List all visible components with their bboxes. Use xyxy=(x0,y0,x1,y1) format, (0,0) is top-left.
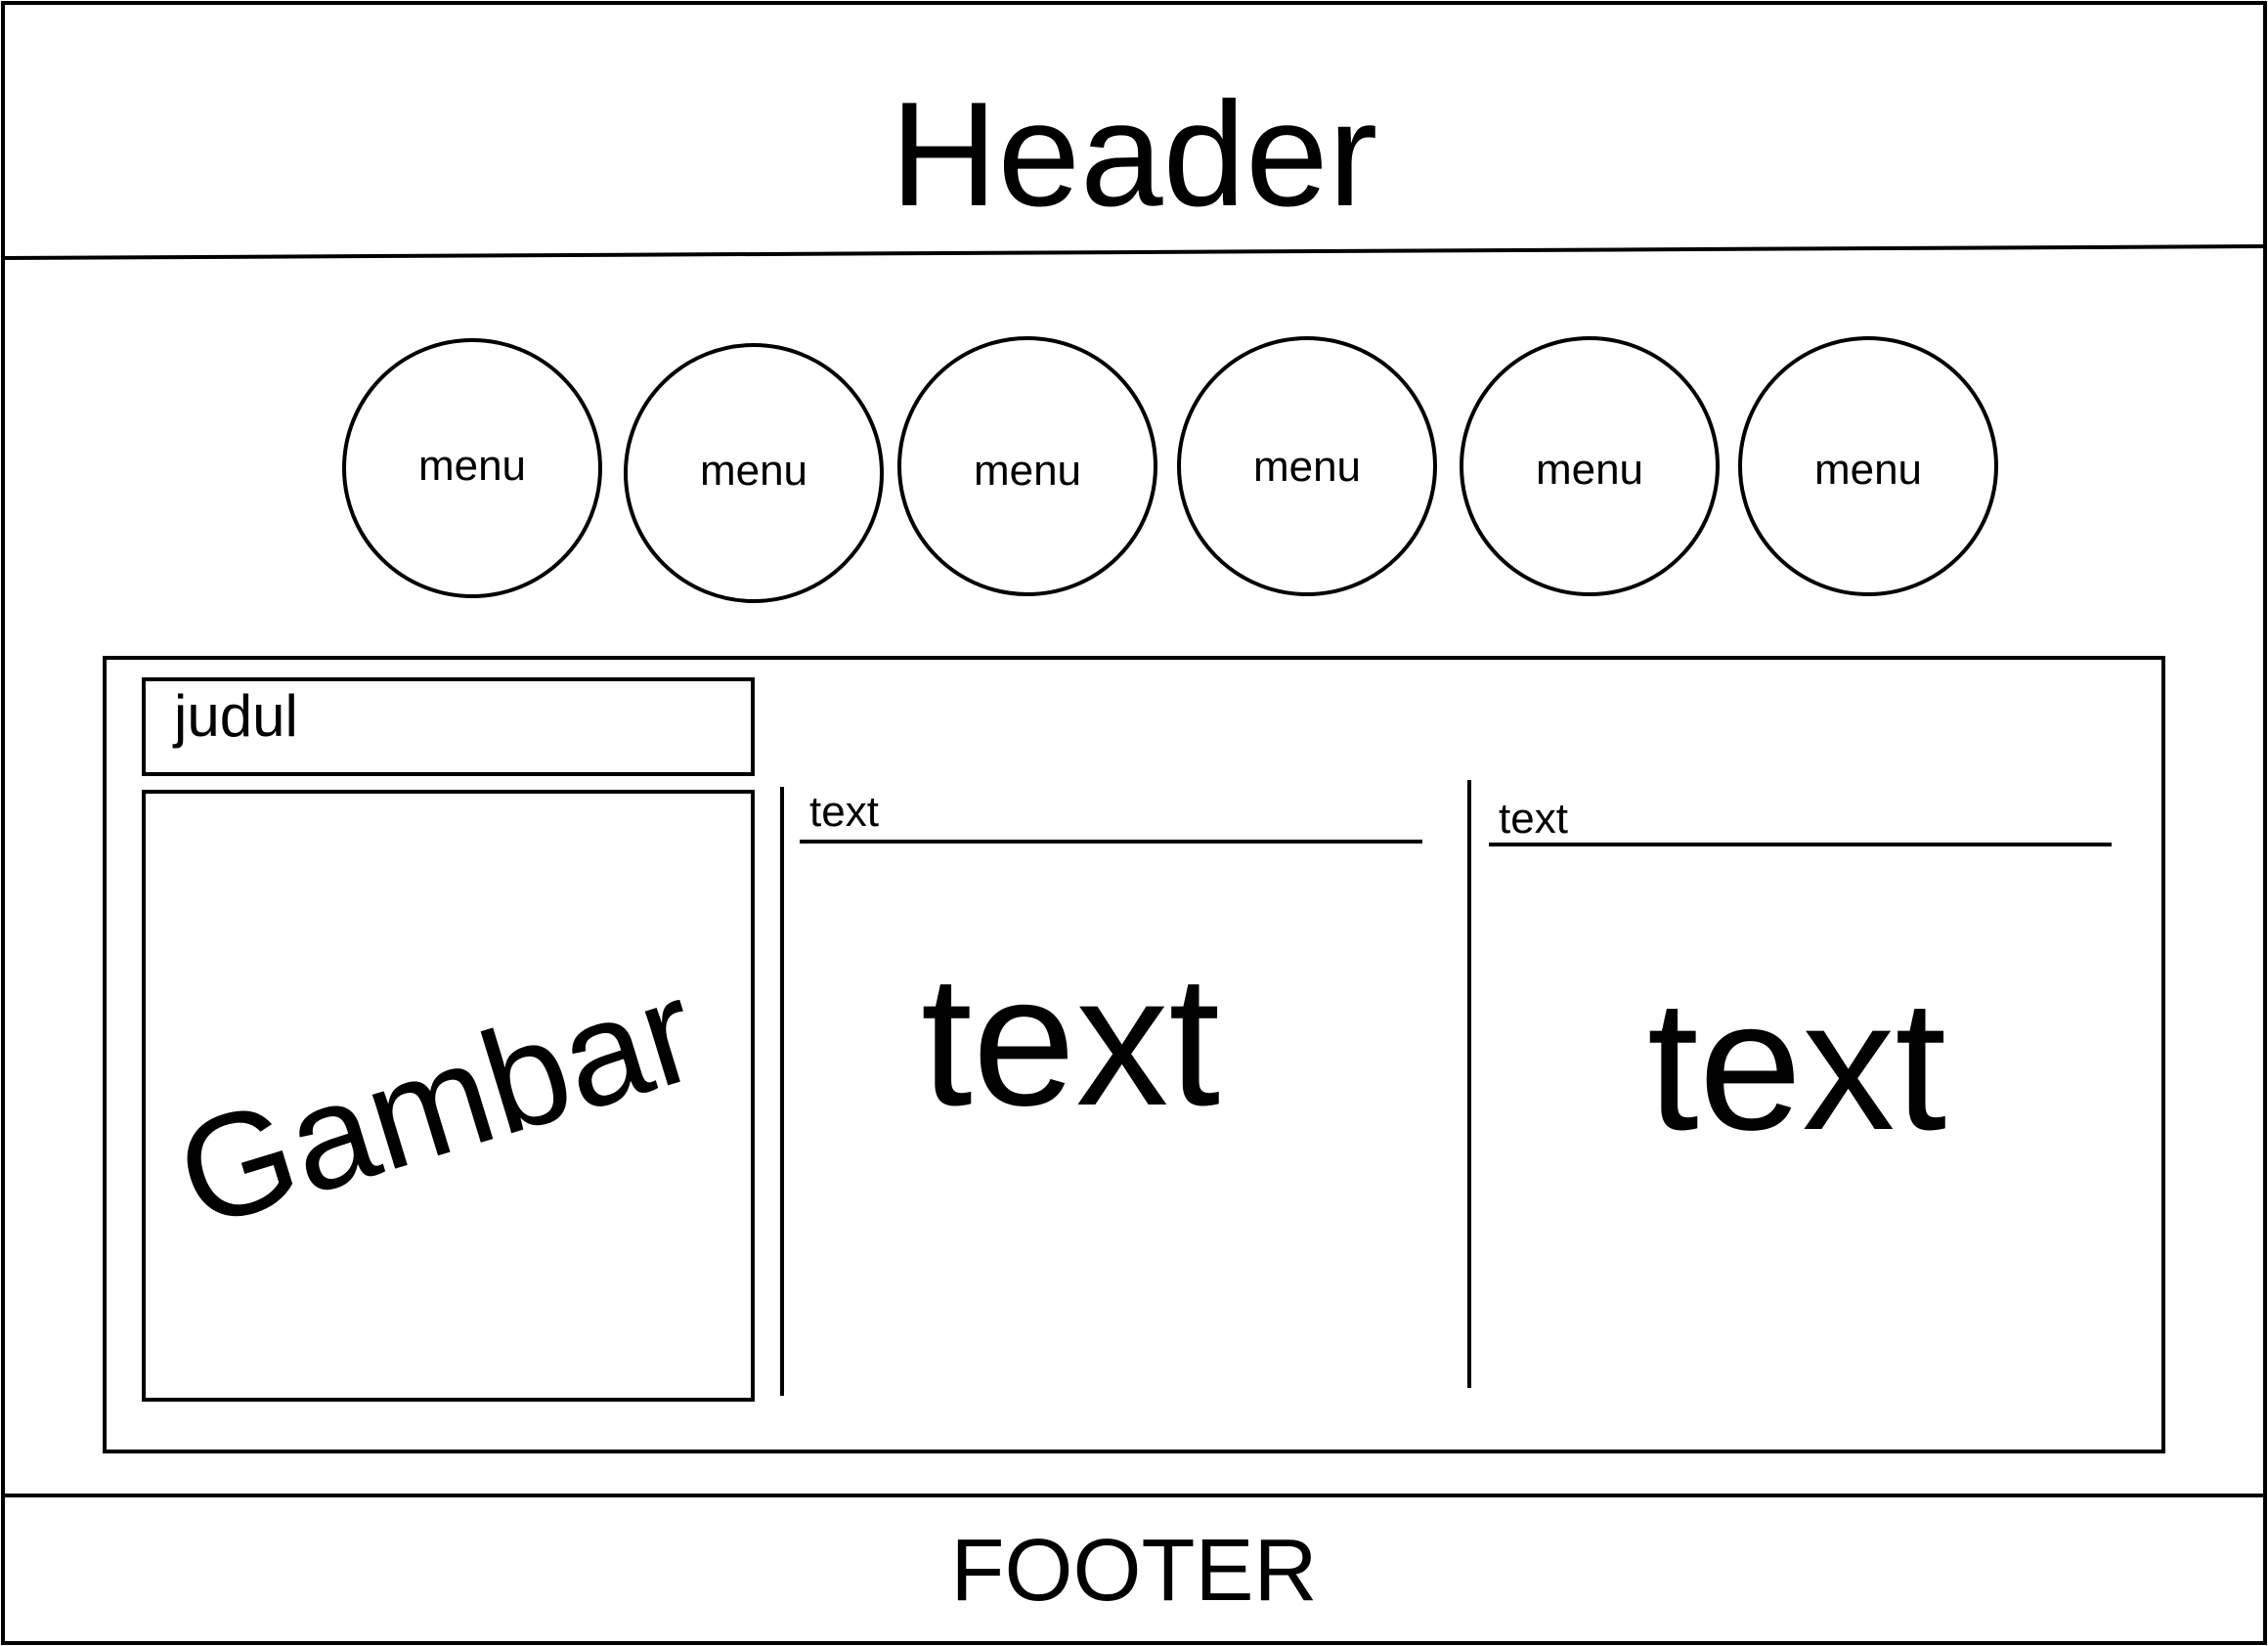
menu-label: menu xyxy=(1536,446,1643,494)
footer: FOOTER xyxy=(3,1494,2265,1620)
header: Header xyxy=(2,71,2266,260)
menu-item[interactable]: menu xyxy=(1738,336,1998,596)
menu-label: menu xyxy=(1253,443,1361,491)
image-placeholder xyxy=(142,790,755,1402)
menu-bar: menu menu menu menu menu menu xyxy=(342,336,1998,603)
title-label: judul xyxy=(172,683,298,749)
header-label: Header xyxy=(891,71,1378,238)
menu-circle[interactable] xyxy=(342,338,602,598)
title-box xyxy=(142,677,755,776)
header-divider xyxy=(2,244,2266,260)
menu-label: menu xyxy=(1814,446,1922,494)
menu-circle[interactable] xyxy=(1460,336,1720,596)
menu-label: menu xyxy=(700,447,807,495)
menu-circle[interactable] xyxy=(1738,336,1998,596)
footer-label: FOOTER xyxy=(951,1522,1318,1620)
menu-circle[interactable] xyxy=(897,336,1157,596)
content-panel: judul Gambar text text text text xyxy=(103,656,2165,1453)
menu-circle[interactable] xyxy=(624,343,884,603)
column-heading: text xyxy=(1499,795,1568,843)
menu-item[interactable]: menu xyxy=(1460,336,1720,596)
menu-circle[interactable] xyxy=(1177,336,1437,596)
menu-item[interactable]: menu xyxy=(1177,336,1437,596)
menu-label: menu xyxy=(974,447,1081,495)
menu-label: menu xyxy=(418,442,526,490)
menu-item[interactable]: menu xyxy=(624,343,884,603)
text-column: text text xyxy=(780,787,1422,1396)
content-frame xyxy=(103,656,2165,1453)
menu-item[interactable]: menu xyxy=(342,338,602,598)
column-body: text xyxy=(1647,962,1946,1169)
menu-item[interactable]: menu xyxy=(897,336,1157,596)
text-column: text text xyxy=(1467,780,2112,1388)
column-heading: text xyxy=(809,788,879,836)
column-body: text xyxy=(921,937,1220,1145)
